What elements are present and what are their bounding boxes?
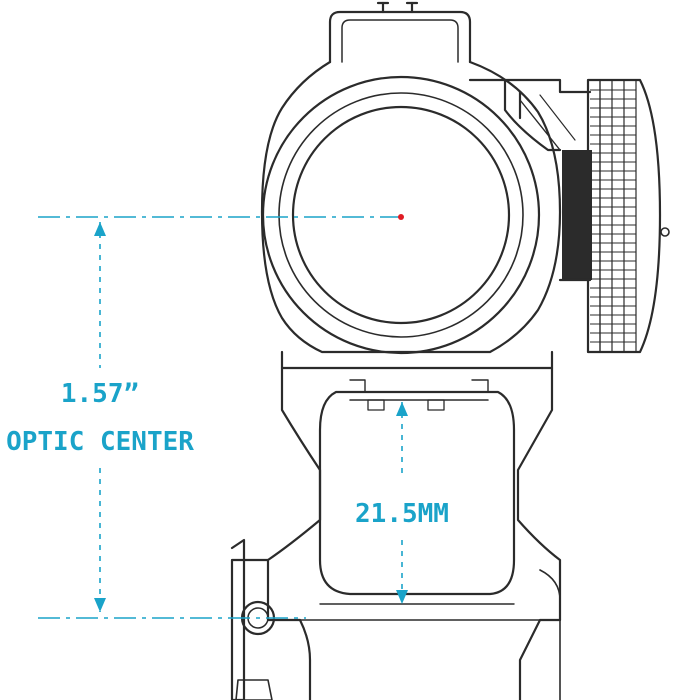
mount-window — [318, 390, 516, 596]
reticle-dot — [398, 214, 404, 220]
dimension-arrow — [396, 402, 408, 416]
dimension-lines — [38, 216, 403, 619]
mount-upper — [266, 366, 322, 622]
middle-lens-ring — [278, 92, 524, 338]
adjustment-grip — [562, 150, 592, 280]
dimension-arrows — [94, 222, 408, 612]
outer-lens-ring — [261, 75, 541, 355]
height-description-label: OPTIC CENTER — [6, 427, 194, 457]
dimension-arrow — [396, 590, 408, 604]
cap-knurling — [590, 89, 636, 343]
mount — [230, 366, 562, 700]
top-hood — [328, 10, 472, 64]
housing-body — [260, 60, 562, 354]
dimension-arrow — [94, 222, 106, 236]
gap-value-label: 21.5MM — [355, 499, 449, 529]
optic-housing — [260, 1, 670, 370]
body-to-mount — [280, 350, 554, 370]
top-hood-inner — [341, 19, 459, 63]
side-knob — [230, 538, 246, 700]
battery-cap — [586, 78, 662, 354]
side-connector — [468, 78, 592, 152]
height-value-label: 1.57” — [61, 379, 139, 409]
dimension-arrow — [94, 598, 106, 612]
lens — [291, 105, 511, 325]
